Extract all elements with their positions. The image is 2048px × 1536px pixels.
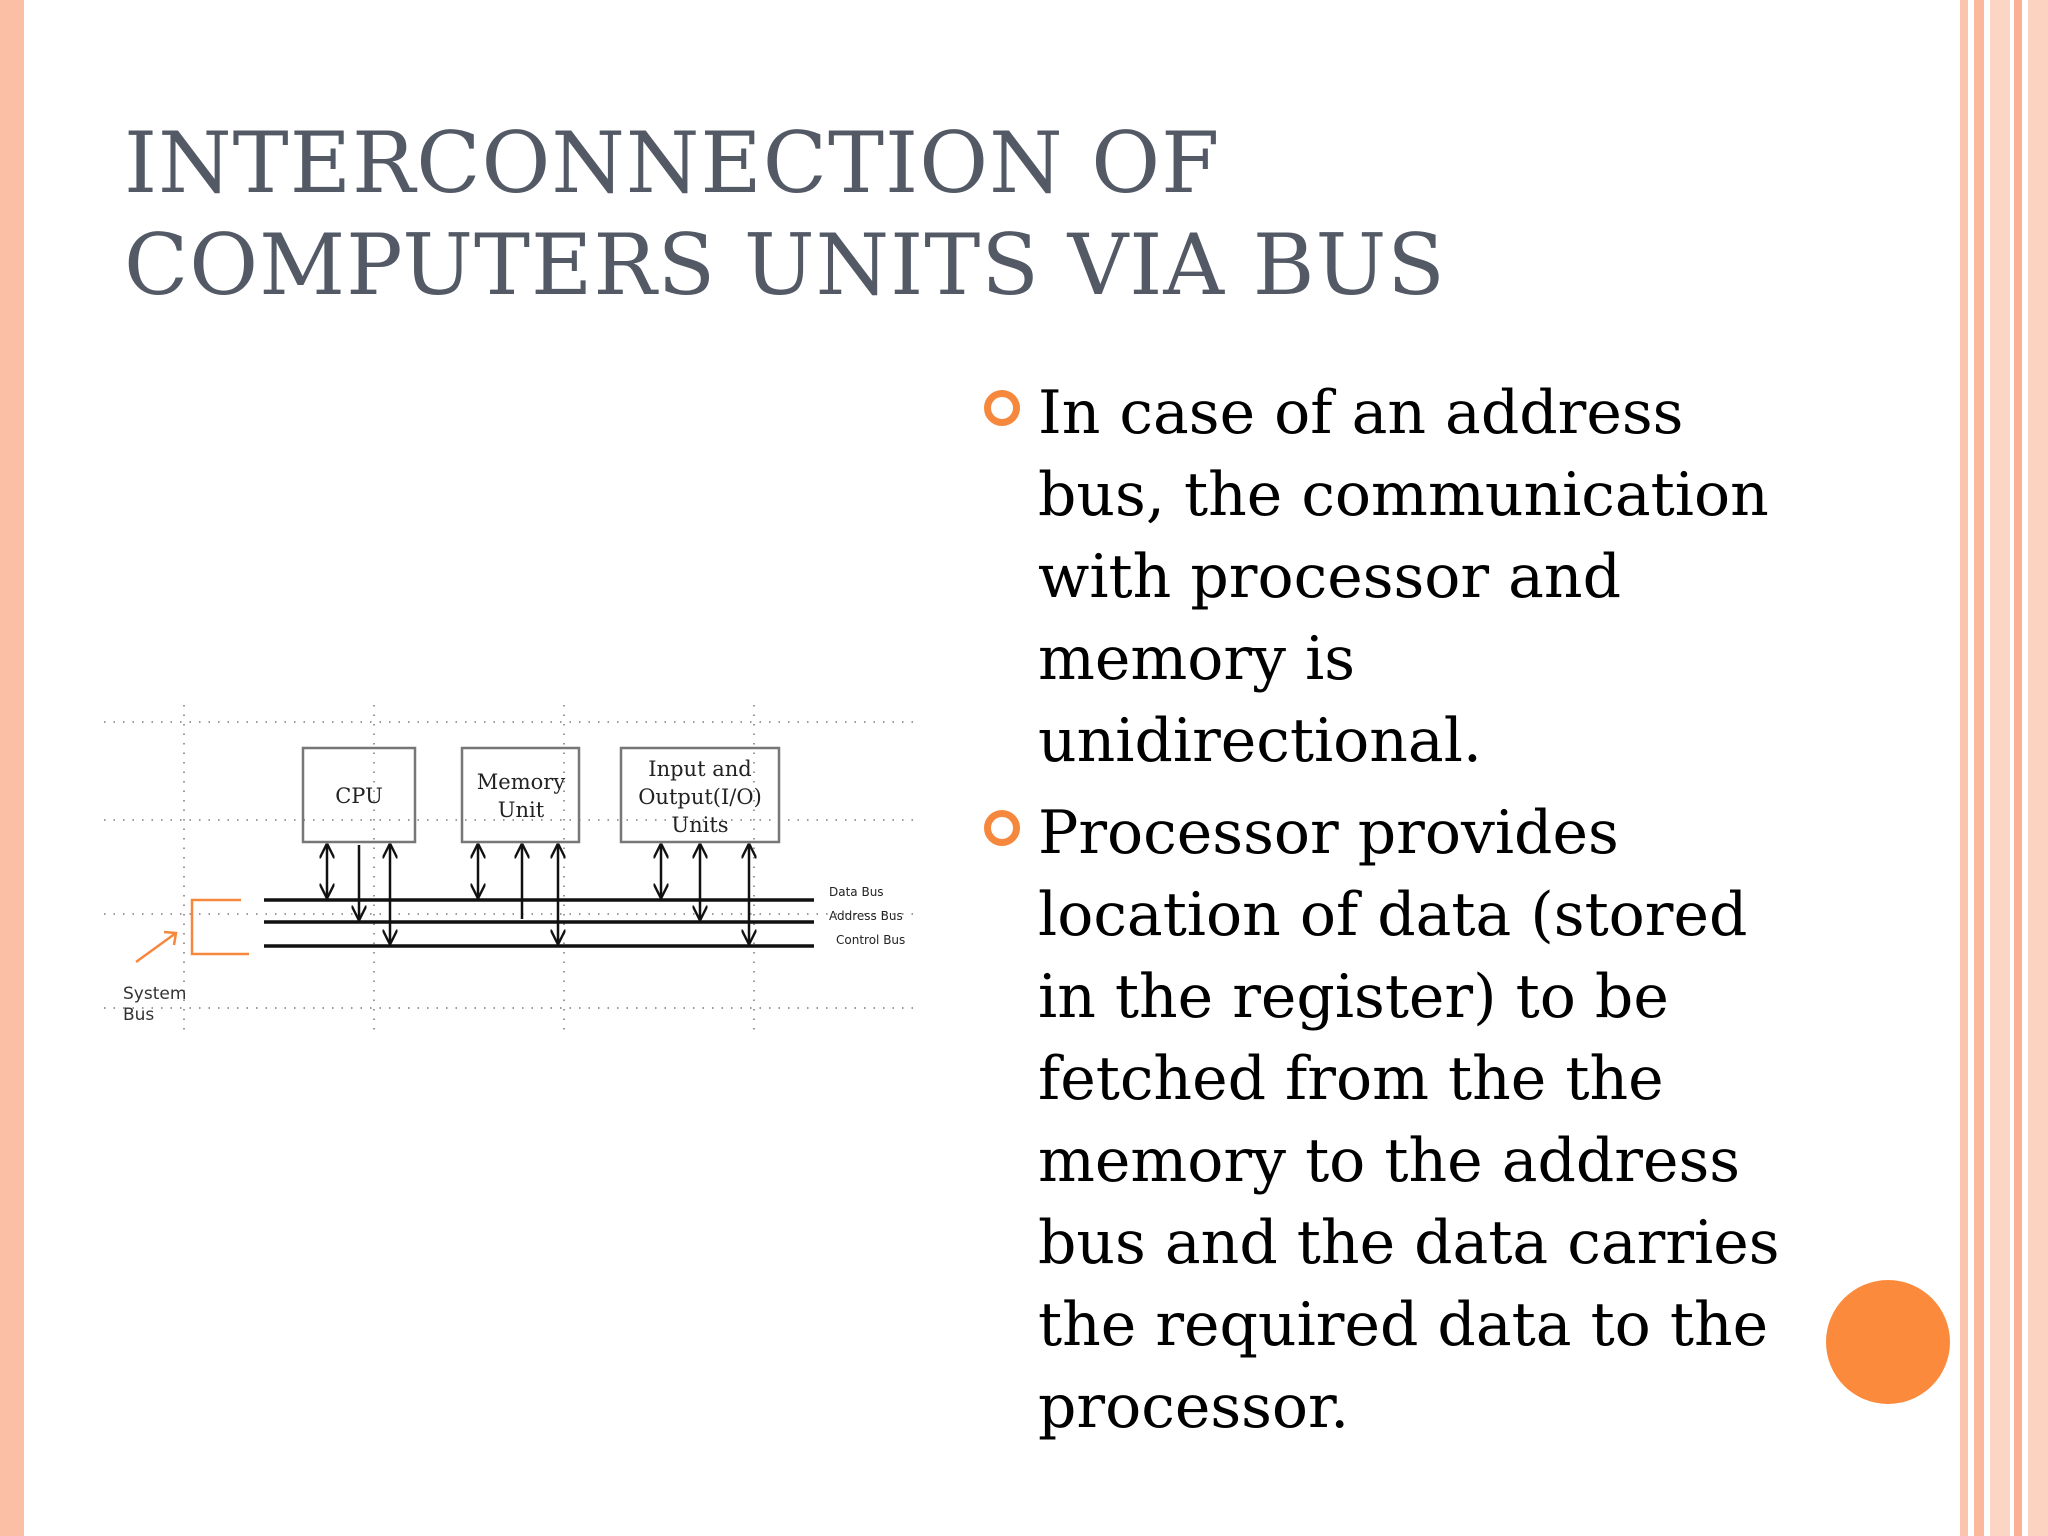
dotted-grid [104,705,921,1030]
bus-labels: Data Bus Address Bus Control Bus [829,885,905,947]
title-line-1: INTERCONNECTION OF [124,114,1221,212]
system-bus-label-1: System [123,984,186,1004]
memory-label-2: Unit [498,798,545,822]
system-bus-label-2: Bus [123,1005,154,1025]
bullet-list: In case of an address bus, the communica… [980,372,1800,1458]
io-box: Input and Output(I/O) Units [619,746,781,844]
bullet-item: In case of an address bus, the communica… [980,372,1800,782]
bullet-text: In case of an address bus, the communica… [1038,378,1769,776]
right-stripe-4 [2014,0,2022,1536]
control-bus-label: Control Bus [836,933,905,947]
cpu-box: CPU [301,746,417,844]
memory-label-1: Memory [477,770,566,794]
right-stripe-5 [2028,0,2048,1536]
io-label-2: Output(I/O) [638,785,762,809]
bus-arrows [327,845,749,943]
system-bus-bracket [135,898,249,964]
left-edge-stripe [0,0,24,1536]
bullet-text: Processor provides location of data (sto… [1038,798,1780,1442]
io-label-1: Input and [648,757,751,781]
bullet-ring-icon [984,390,1020,426]
title-line-2: COMPUTERS UNITS VIA BUS [124,216,1446,314]
bullet-item: Processor provides location of data (sto… [980,792,1800,1448]
right-stripe-3 [1990,0,2010,1536]
right-stripe-2 [1974,0,1984,1536]
bus-diagram: CPU Memory Unit Input and Output(I/O) Un… [104,705,921,1030]
right-stripe-1 [1960,0,1968,1536]
bullet-ring-icon [984,810,1020,846]
slide-title: INTERCONNECTION OF COMPUTERS UNITS VIA B… [124,112,1624,316]
decorative-orange-circle [1826,1280,1950,1404]
cpu-label: CPU [335,784,383,808]
bus-lines [264,898,814,948]
address-bus-label: Address Bus [829,909,903,923]
data-bus-label: Data Bus [829,885,884,899]
io-label-3: Units [671,813,728,837]
memory-box: Memory Unit [460,746,581,844]
